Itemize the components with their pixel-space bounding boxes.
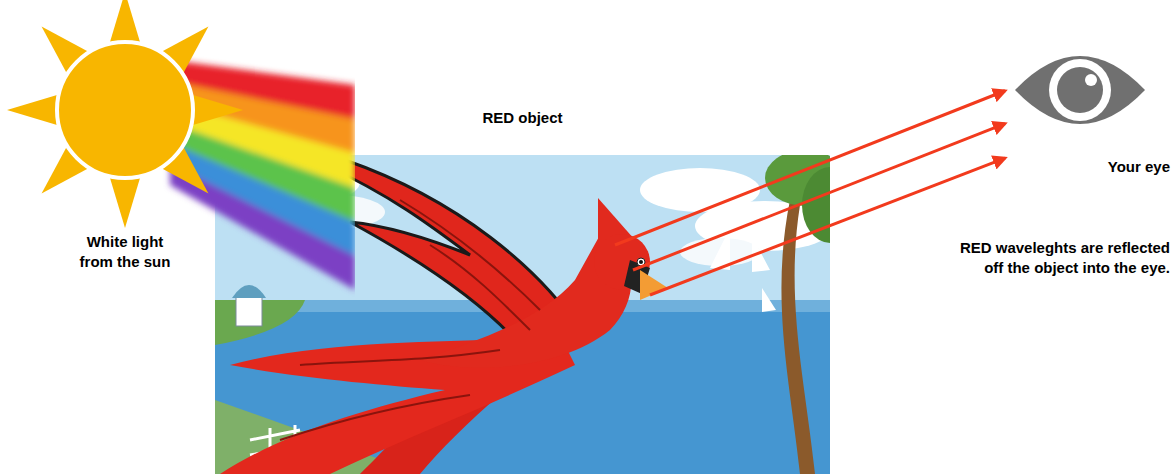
bird-eye: [637, 258, 645, 266]
caption-note: RED waveleghts are reflected off the obj…: [938, 238, 1170, 278]
sun-symbol: [7, 0, 243, 228]
object-node: RED object: [215, 100, 830, 474]
sun-ray: [110, 178, 140, 228]
sun-disc: [57, 42, 193, 178]
bird-pupil: [639, 260, 643, 264]
reflected-ray: [615, 91, 1005, 245]
sailboat: [752, 236, 770, 272]
reflected-ray: [633, 124, 1005, 270]
tree-trunk: [781, 200, 815, 474]
eye-outline: [1015, 56, 1145, 124]
bird-beak: [640, 270, 668, 300]
reflected-ray: [650, 158, 1005, 295]
sailboat: [762, 288, 776, 312]
sun-node: White light from the sun: [10, 0, 240, 285]
node-label: White light from the sun: [69, 232, 181, 272]
node-label: Your eye: [1005, 157, 1170, 177]
eye-node: Your eye: [1005, 40, 1170, 180]
gazebo: [236, 296, 262, 326]
eye-symbol: [1015, 56, 1145, 124]
eye-highlight: [1085, 74, 1097, 86]
tree-leaves: [802, 167, 830, 243]
sun-ray: [7, 95, 57, 125]
sun-ray: [110, 0, 140, 42]
gazebo-roof: [232, 285, 266, 298]
sun-ray: [193, 95, 243, 125]
eye-white: [1049, 59, 1111, 121]
sailboat: [710, 228, 730, 270]
eye-iris: [1057, 67, 1103, 113]
node-label: RED object: [215, 108, 830, 128]
